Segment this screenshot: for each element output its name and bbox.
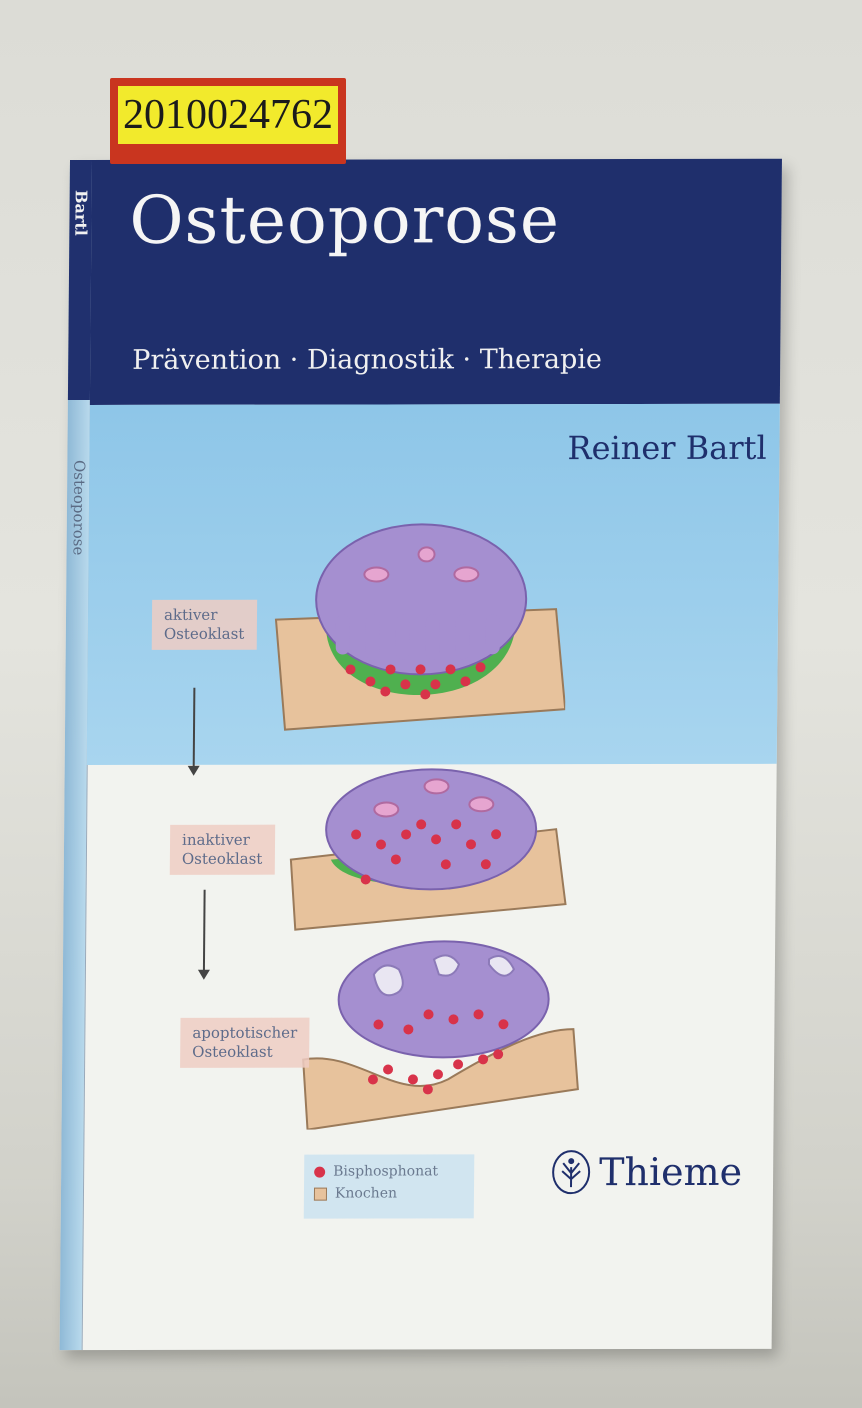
title-band: Osteoporose Prävention · Diagnostik · Th… xyxy=(89,158,782,405)
legend-item-bone: Knochen xyxy=(313,1182,464,1204)
step-label-inactive: inaktiver Osteoklast xyxy=(169,824,275,875)
step-label-apoptotic: apoptotischer Osteoklast xyxy=(180,1017,310,1068)
tree-icon xyxy=(552,1150,591,1195)
legend-item-bisphosphonate: Bisphosphonat xyxy=(314,1160,464,1182)
book-subtitle: Prävention · Diagnostik · Therapie xyxy=(132,344,603,376)
book-author: Reiner Bartl xyxy=(567,428,767,468)
active-osteoclast-illustration xyxy=(274,523,567,731)
book-cover: Bartl Osteoporose Osteoporose Prävention… xyxy=(59,158,782,1351)
spine-title: Osteoporose xyxy=(69,459,89,556)
bisphosphonate-dot-icon xyxy=(314,1166,326,1178)
inventory-sticker: 2010024762 xyxy=(110,78,346,164)
sticker-number: 2010024762 xyxy=(123,92,333,138)
apoptotic-osteoclast-illustration xyxy=(302,940,579,1130)
publisher-logo: Thieme xyxy=(551,1149,742,1195)
inactive-osteoclast-illustration xyxy=(289,768,567,931)
publisher-name: Thieme xyxy=(598,1149,743,1195)
spine-author: Bartl xyxy=(71,189,91,236)
bone-swatch-icon xyxy=(313,1187,328,1201)
sticker-panel: 2010024762 xyxy=(118,86,338,144)
illustration-legend: Bisphosphonat Knochen xyxy=(303,1154,475,1219)
book-title: Osteoporose xyxy=(129,181,561,259)
step-label-active: aktiver Osteoklast xyxy=(151,599,257,650)
arrow-icon xyxy=(202,889,206,972)
